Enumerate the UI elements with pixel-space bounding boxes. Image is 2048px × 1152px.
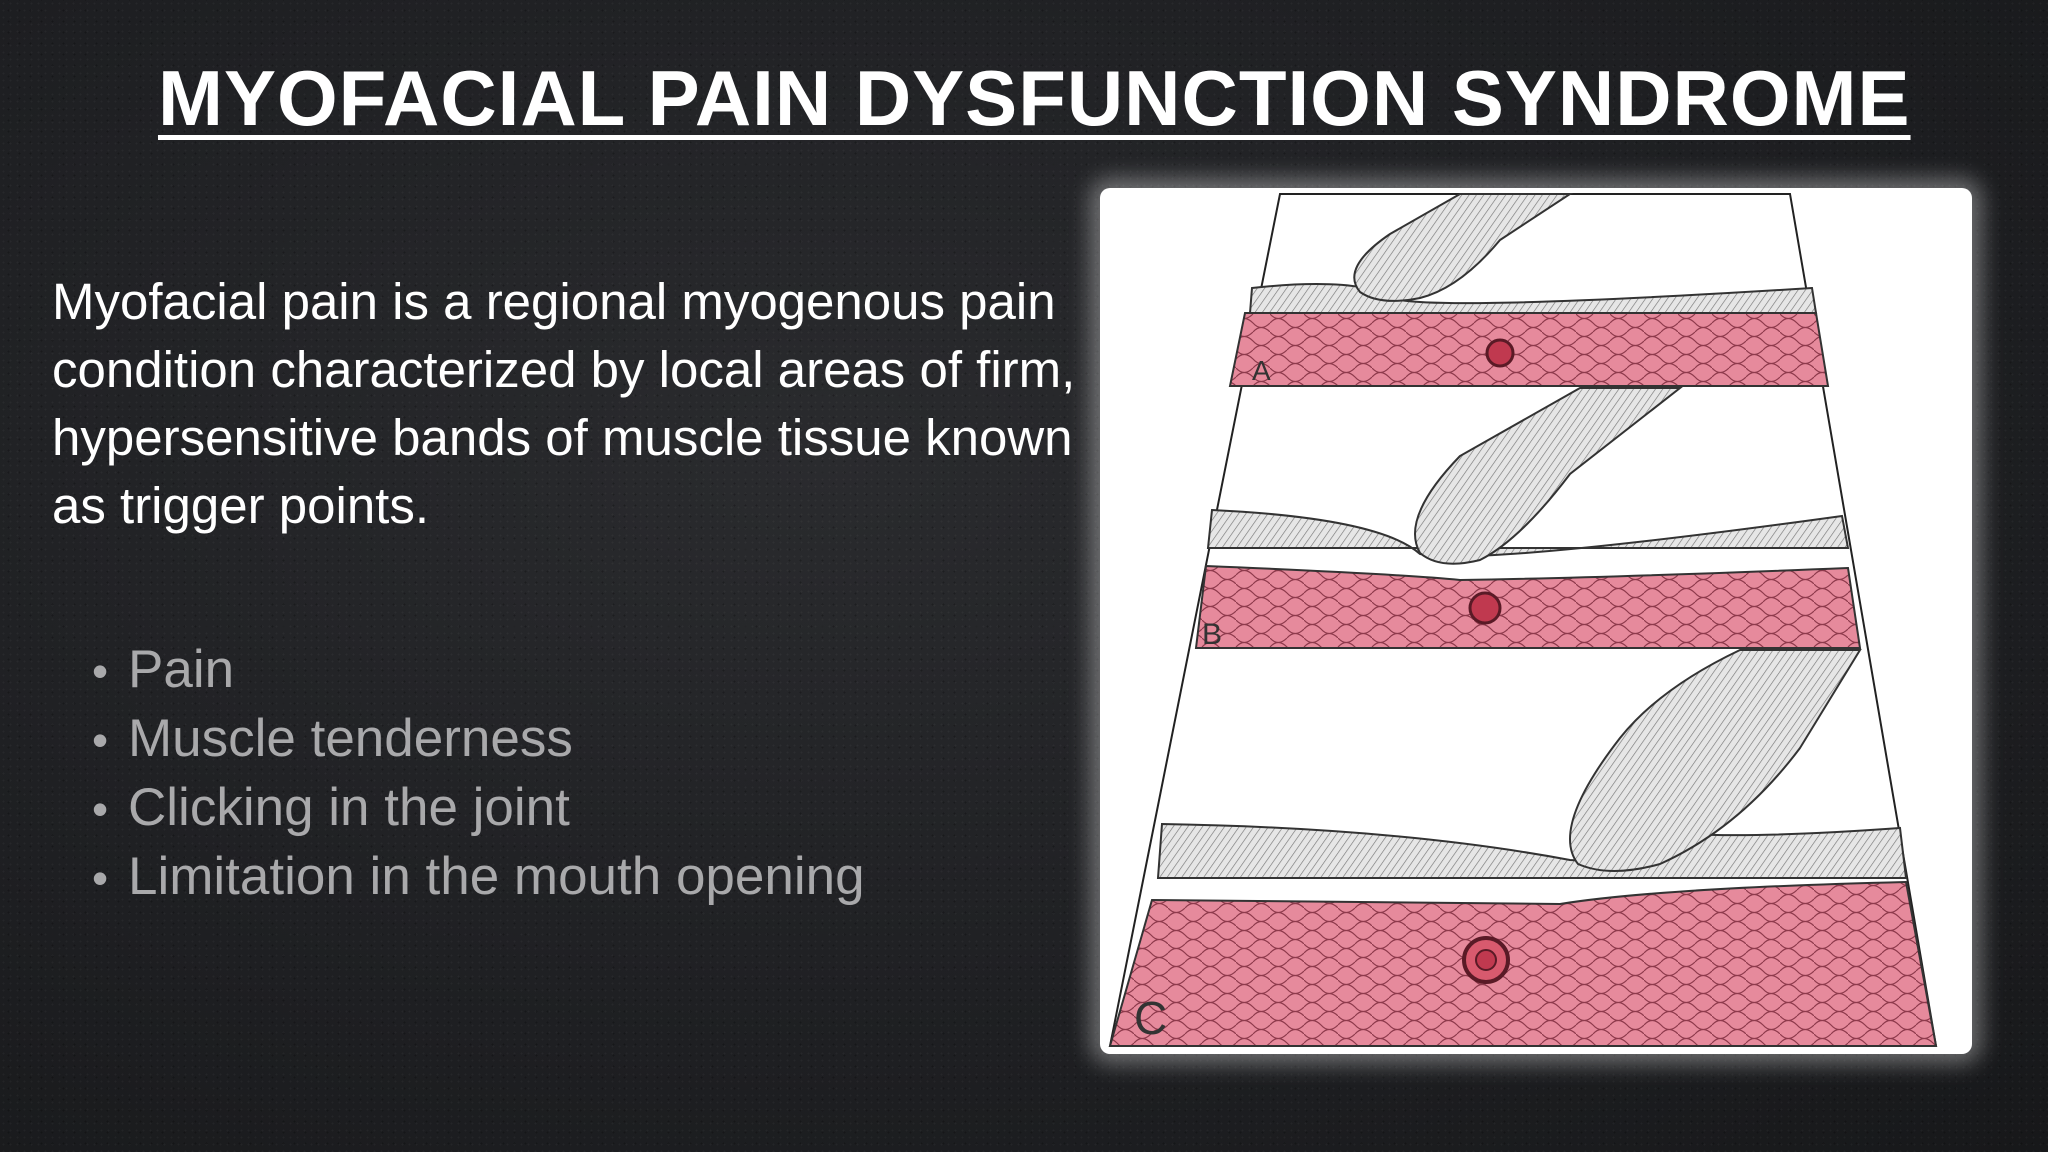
illustration-svg: A B C bbox=[1108, 193, 1938, 1047]
list-item-text: Pain bbox=[128, 640, 235, 699]
list-item-text: Limitation in the mouth opening bbox=[128, 847, 865, 906]
bullet-icon: • bbox=[92, 714, 109, 766]
finger-pressing-illustration bbox=[1414, 387, 1683, 565]
panel-c: C bbox=[1108, 649, 1938, 1047]
trigger-point-marker bbox=[1475, 949, 1497, 971]
finger-pressing-illustration bbox=[1353, 193, 1574, 302]
panel-b: B bbox=[1194, 387, 1862, 651]
list-item: • Clicking in the joint bbox=[92, 774, 865, 843]
intro-paragraph: Myofacial pain is a regional myogenous p… bbox=[52, 273, 1076, 534]
panel-label: C bbox=[1134, 992, 1167, 1044]
list-item-text: Clicking in the joint bbox=[128, 778, 570, 837]
list-item-text: Muscle tenderness bbox=[128, 709, 573, 768]
panel-a: A bbox=[1228, 193, 1830, 387]
bullet-icon: • bbox=[92, 852, 109, 904]
bullet-icon: • bbox=[92, 645, 109, 697]
slide-title: MYOFACIAL PAIN DYSFUNCTION SYNDROME bbox=[158, 54, 1911, 142]
list-item: • Pain bbox=[92, 636, 865, 705]
panel-label: A bbox=[1252, 355, 1271, 386]
bullet-icon: • bbox=[92, 783, 109, 835]
symptom-list: • Pain • Muscle tenderness • Clicking in th… bbox=[92, 636, 865, 912]
list-item: • Muscle tenderness bbox=[92, 705, 865, 774]
trigger-point-marker bbox=[1485, 338, 1515, 368]
trigger-point-marker bbox=[1468, 591, 1502, 625]
trigger-point-illustration: A B C bbox=[1100, 188, 1972, 1054]
panel-label: B bbox=[1202, 618, 1222, 651]
list-item: • Limitation in the mouth opening bbox=[92, 843, 865, 912]
finger-pressing-illustration bbox=[1569, 649, 1862, 872]
